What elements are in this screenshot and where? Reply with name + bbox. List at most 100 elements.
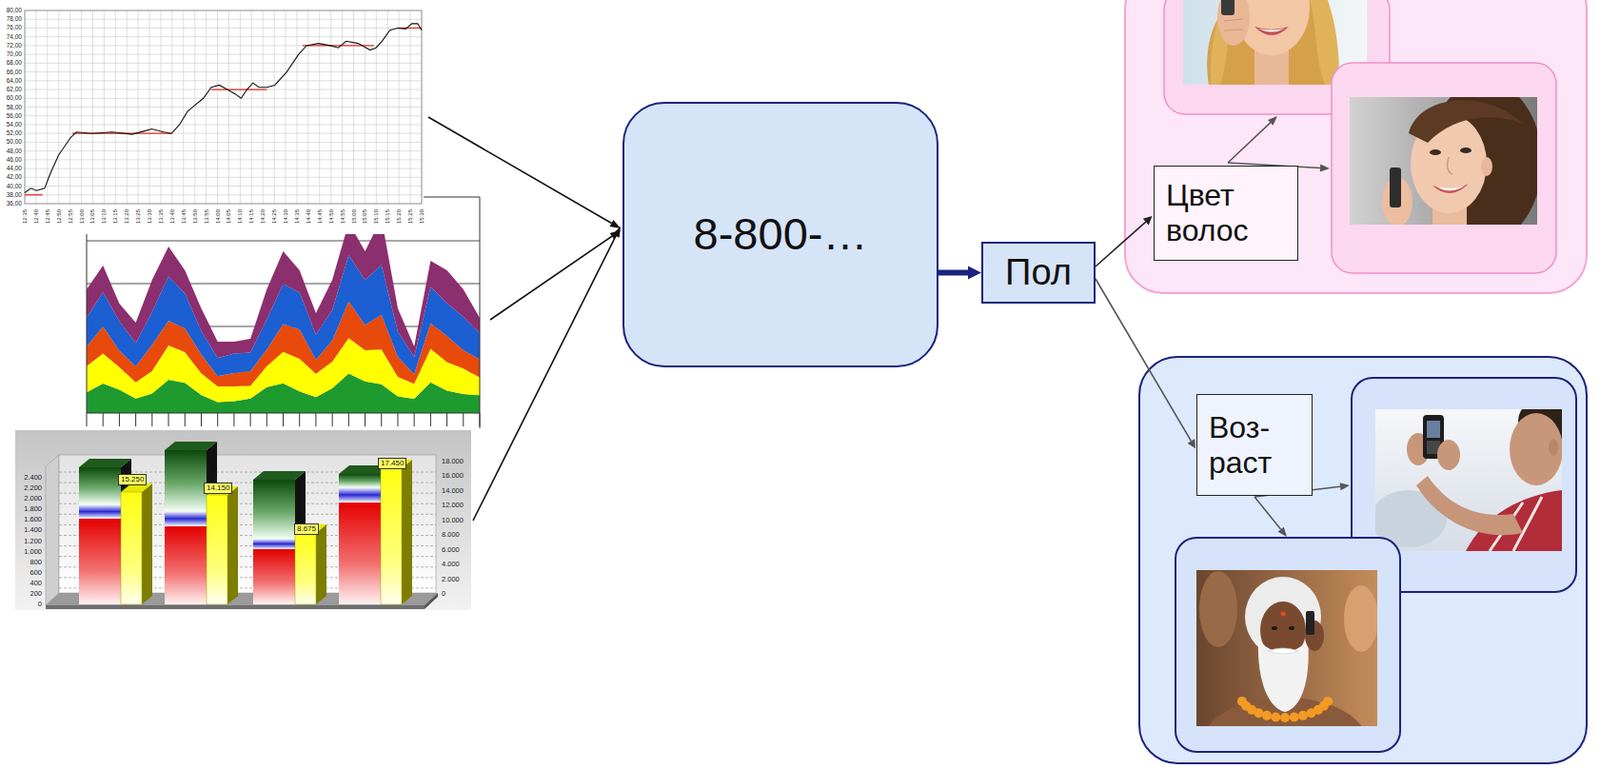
mouth	[1254, 26, 1289, 36]
bar-side	[401, 459, 413, 605]
attribute-box: Воз- раст	[1196, 394, 1313, 496]
axis-label: 13:00	[79, 209, 85, 224]
grid-line	[24, 19, 422, 20]
axis-label: 14:30	[282, 209, 289, 224]
bar	[380, 468, 402, 605]
axis-label: 44,00	[6, 165, 22, 173]
grid-line	[92, 10, 94, 204]
grid-line	[410, 10, 412, 204]
grid-line	[307, 10, 309, 204]
axis-label: 13:50	[192, 209, 198, 224]
axis-label: 15:30	[418, 209, 425, 224]
arrow-line	[1254, 496, 1282, 530]
axis-label: 60,00	[6, 95, 22, 102]
eye	[1429, 149, 1442, 156]
chart-background	[15, 430, 472, 611]
grid-line	[138, 10, 139, 204]
tick-mark	[184, 413, 186, 427]
photo	[1375, 409, 1562, 552]
arrow-line	[473, 236, 616, 521]
tick-mark	[86, 413, 88, 427]
tick-mark	[266, 413, 268, 427]
arrow-head	[612, 226, 621, 238]
axis-label: 74,00	[6, 33, 22, 40]
box-label: 8-800-…	[693, 208, 869, 260]
grid-line	[115, 10, 117, 204]
group-region	[1139, 356, 1587, 764]
grid-line	[103, 10, 105, 204]
axis-label: 14:55	[339, 209, 346, 224]
grid-line	[217, 10, 218, 204]
value-tag: 14.150	[203, 482, 233, 494]
axis-label: 13:40	[169, 209, 176, 224]
grid-line	[24, 158, 422, 160]
axis-label: 14:10	[237, 209, 243, 224]
axis-label: 14:50	[328, 209, 335, 224]
grid-line	[205, 10, 207, 204]
hair	[1305, 0, 1339, 85]
bar-segment	[164, 450, 207, 512]
background-blur	[1199, 571, 1238, 648]
axis-label: 62,00	[6, 86, 22, 94]
photo	[1349, 97, 1538, 225]
bar-segment	[338, 474, 381, 488]
garland-bead	[1270, 711, 1281, 722]
grid-line	[171, 10, 173, 204]
teeth	[1436, 185, 1465, 191]
grid-line	[239, 10, 241, 204]
axis-label: 400	[29, 579, 42, 588]
axis-label: 1.400	[23, 527, 42, 535]
axis-label: 12:35	[21, 209, 28, 224]
teeth	[1258, 28, 1285, 33]
axis-label: 76,00	[6, 24, 22, 32]
axis-label: 8.000	[441, 531, 460, 539]
axis-label: 2.000	[441, 575, 460, 584]
garland-bead	[1280, 712, 1290, 723]
bar-segment	[79, 518, 121, 605]
garland-bead	[1237, 696, 1247, 707]
grid-line	[398, 10, 400, 204]
grid-line	[364, 10, 366, 204]
tick-mark	[217, 413, 218, 427]
axis-label: 14:20	[259, 209, 266, 224]
finger-line	[1224, 19, 1244, 31]
axis-label: 13:30	[146, 209, 153, 224]
grid-line	[296, 10, 297, 204]
tick-mark	[102, 413, 104, 427]
floor-edge	[45, 605, 425, 610]
axis-label: 18.000	[441, 457, 464, 466]
bar-side	[227, 486, 238, 605]
value-tag: 8.675	[294, 523, 319, 535]
grid-line	[318, 10, 320, 204]
grid-line	[80, 10, 82, 204]
grid-line	[24, 106, 422, 108]
grid-line	[35, 10, 37, 204]
axis-label: 2.400	[23, 474, 42, 482]
arrow-head	[1278, 527, 1287, 537]
grid-line	[375, 10, 377, 204]
data-line	[24, 23, 422, 194]
bar-top	[253, 471, 306, 480]
trend-segment	[24, 194, 43, 196]
axis-label: 15:05	[361, 209, 368, 224]
bar-chart	[15, 430, 472, 611]
grid-line	[86, 240, 480, 242]
axis-label: 58,00	[6, 103, 22, 111]
tick-mark	[462, 413, 464, 427]
plot-frame	[24, 10, 422, 204]
garland-bead	[1289, 711, 1300, 722]
axis-label: 14:15	[248, 209, 255, 224]
grid-line	[24, 62, 422, 64]
forehead-mark	[1281, 612, 1286, 617]
bar-top	[79, 458, 132, 468]
grid-line	[159, 10, 161, 204]
axis-label: 15:20	[395, 209, 402, 224]
tick-mark	[135, 413, 137, 427]
axis-label: 13:15	[112, 209, 119, 224]
area-series	[86, 234, 480, 414]
grid-line	[149, 10, 151, 204]
attribute-box: Пол	[981, 241, 1096, 304]
tick-mark	[298, 413, 300, 427]
axis-label: 14:35	[294, 209, 300, 224]
